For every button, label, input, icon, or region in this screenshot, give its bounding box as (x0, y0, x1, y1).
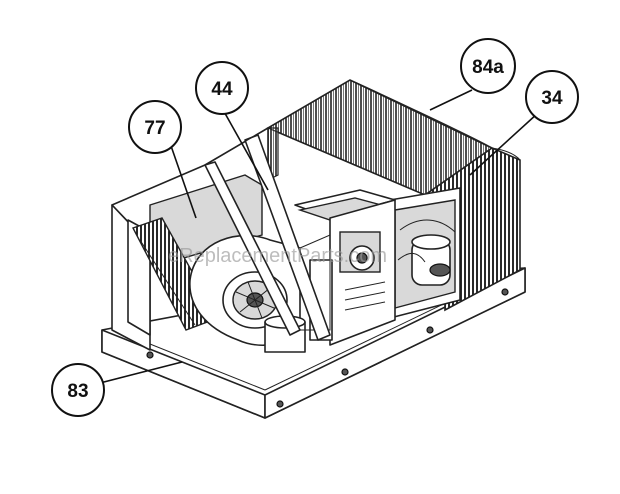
leader-lines (99, 89, 539, 384)
compressor-compartment (389, 187, 461, 319)
callout-77-label: 77 (144, 118, 165, 139)
callout-84a: 84a (460, 38, 516, 94)
callout-83: 83 (51, 363, 105, 417)
leader-84a (429, 89, 473, 111)
leader-77 (169, 142, 197, 219)
leader-44 (221, 107, 269, 191)
leader-83 (99, 361, 183, 384)
callout-84a-label: 84a (472, 57, 504, 78)
watermark-text: eReplacementParts.com (168, 245, 387, 267)
callout-34-label: 34 (541, 88, 563, 109)
callout-44: 44 (195, 61, 249, 115)
callout-77: 77 (128, 100, 182, 154)
callout-83-label: 83 (67, 381, 88, 402)
leader-34 (469, 112, 539, 176)
control-section (294, 189, 396, 346)
callout-44-label: 44 (211, 79, 233, 100)
callout-34: 34 (525, 70, 579, 124)
